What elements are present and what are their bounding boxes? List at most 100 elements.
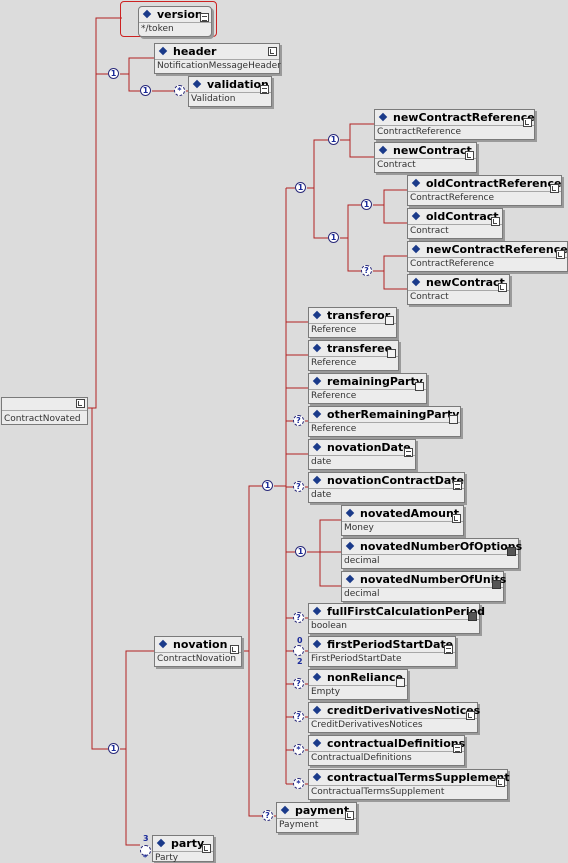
element-type: ContractualTermsSupplement	[311, 787, 445, 797]
separator-line	[342, 587, 503, 588]
element-party[interactable]: party Party	[152, 835, 214, 863]
root-element-box[interactable]: ContractNovated	[1, 397, 88, 425]
element-name: nonReliance	[327, 671, 403, 684]
element-novated-number-of-units[interactable]: novatedNumberOfUnits decimal	[341, 571, 507, 602]
optional-connector[interactable]: ?	[293, 415, 304, 426]
max-occurs-label: 2	[297, 657, 303, 666]
separator-line	[277, 818, 356, 819]
decimal-type-icon	[492, 580, 501, 589]
separator-line	[408, 290, 509, 291]
element-name: firstPeriodStartDate	[327, 638, 454, 651]
sequence-connector[interactable]: 1	[328, 134, 339, 145]
separator-line	[309, 785, 507, 786]
complex-type-icon	[268, 47, 277, 56]
separator-line	[309, 389, 426, 390]
repeat-connector[interactable]: *	[293, 744, 304, 755]
element-name: newContractReference	[426, 243, 568, 256]
element-new-contract-reference[interactable]: newContractReference ContractReference	[374, 109, 535, 140]
repeat-connector[interactable]: *	[174, 85, 185, 96]
element-icon	[158, 46, 168, 56]
element-type: Contract	[377, 160, 416, 170]
element-icon	[411, 211, 421, 221]
optional-connector[interactable]: ?	[262, 810, 273, 821]
element-other-remaining-party[interactable]: otherRemainingParty Reference	[308, 406, 461, 437]
separator-line	[309, 718, 477, 719]
sequence-connector[interactable]: 1	[328, 232, 339, 243]
optional-connector[interactable]: ?	[361, 265, 372, 276]
element-novation[interactable]: novation ContractNovation	[154, 636, 242, 667]
element-novation-contract-date[interactable]: novationContractDate date	[308, 472, 465, 503]
element-icon	[312, 442, 322, 452]
repeat-connector[interactable]	[293, 645, 304, 656]
optional-connector[interactable]: ?	[293, 678, 304, 689]
optional-connector[interactable]: ?	[293, 612, 304, 623]
separator-line	[408, 224, 502, 225]
complex-type-icon	[76, 399, 85, 408]
element-validation[interactable]: validation Validation	[188, 76, 272, 107]
element-new-contract-2[interactable]: newContract Contract	[407, 274, 510, 305]
complex-type-icon	[202, 844, 211, 853]
element-credit-derivatives-notices[interactable]: creditDerivativesNotices CreditDerivativ…	[308, 702, 481, 733]
choice-connector[interactable]: 1	[295, 546, 306, 557]
sequence-connector[interactable]: 1	[361, 199, 372, 210]
element-payment[interactable]: payment Payment	[276, 802, 357, 833]
reference-type-icon	[385, 316, 394, 325]
sequence-connector[interactable]: 1	[262, 480, 273, 491]
date-type-icon	[404, 448, 413, 457]
sequence-connector[interactable]: 1	[140, 85, 151, 96]
element-novated-amount[interactable]: novatedAmount Money	[341, 505, 464, 536]
element-type: boolean	[311, 621, 347, 631]
element-icon	[312, 672, 322, 682]
decimal-type-icon	[507, 547, 516, 556]
element-new-contract-reference-2[interactable]: newContractReference ContractReference	[407, 241, 568, 272]
optional-connector[interactable]: ?	[293, 711, 304, 722]
element-header[interactable]: header NotificationMessageHeader	[154, 43, 281, 74]
element-type: Contract	[410, 292, 449, 302]
element-old-contract-reference[interactable]: oldContractReference ContractReference	[407, 175, 562, 206]
complex-type-icon	[452, 514, 461, 523]
element-name: header	[173, 45, 217, 58]
element-contractual-terms-supplement[interactable]: contractualTermsSupplement ContractualTe…	[308, 769, 510, 800]
element-novation-date[interactable]: novationDate date	[308, 439, 416, 470]
optional-connector[interactable]: ?	[293, 481, 304, 492]
complex-type-icon	[496, 778, 505, 787]
element-transferor[interactable]: transferor Reference	[308, 307, 397, 338]
element-old-contract[interactable]: oldContract Contract	[407, 208, 503, 239]
element-new-contract[interactable]: newContract Contract	[374, 142, 477, 173]
element-name: newContract	[426, 276, 505, 289]
element-name: creditDerivativesNotices	[327, 704, 481, 717]
element-transferee[interactable]: transferee Reference	[308, 340, 399, 371]
element-icon	[411, 244, 421, 254]
element-name: novatedNumberOfUnits	[360, 573, 507, 586]
sequence-connector[interactable]: 1	[108, 68, 119, 79]
element-type: CreditDerivativesNotices	[311, 720, 423, 730]
element-icon	[312, 343, 322, 353]
element-icon	[158, 639, 168, 649]
element-contractual-definitions[interactable]: contractualDefinitions ContractualDefini…	[308, 735, 465, 766]
element-name: novatedAmount	[360, 507, 460, 520]
separator-line	[2, 410, 87, 411]
element-name: novatedNumberOfOptions	[360, 540, 523, 553]
element-first-period-start-date[interactable]: firstPeriodStartDate FirstPeriodStartDat…	[308, 636, 456, 667]
separator-line	[408, 191, 561, 192]
element-novated-number-of-options[interactable]: novatedNumberOfOptions decimal	[341, 538, 523, 569]
element-type: FirstPeriodStartDate	[311, 654, 402, 664]
simple-type-icon	[260, 85, 269, 94]
element-type: Validation	[191, 94, 236, 104]
element-icon	[378, 112, 388, 122]
sequence-connector[interactable]: 1	[108, 743, 119, 754]
repeat-connector[interactable]: *	[293, 778, 304, 789]
repeat-connector[interactable]	[140, 845, 151, 856]
choice-connector[interactable]: 1	[295, 182, 306, 193]
separator-line	[375, 158, 476, 159]
element-full-first-calculation-period[interactable]: fullFirstCalculationPeriod boolean	[308, 603, 485, 634]
reference-type-icon	[415, 382, 424, 391]
element-type: date	[311, 457, 332, 467]
separator-line	[342, 554, 518, 555]
element-non-reliance[interactable]: nonReliance Empty	[308, 669, 408, 700]
element-remaining-party[interactable]: remainingParty Reference	[308, 373, 427, 404]
element-type: ContractReference	[377, 127, 462, 137]
element-name: transferee	[327, 342, 393, 355]
attribute-version[interactable]: version */token	[138, 6, 212, 37]
